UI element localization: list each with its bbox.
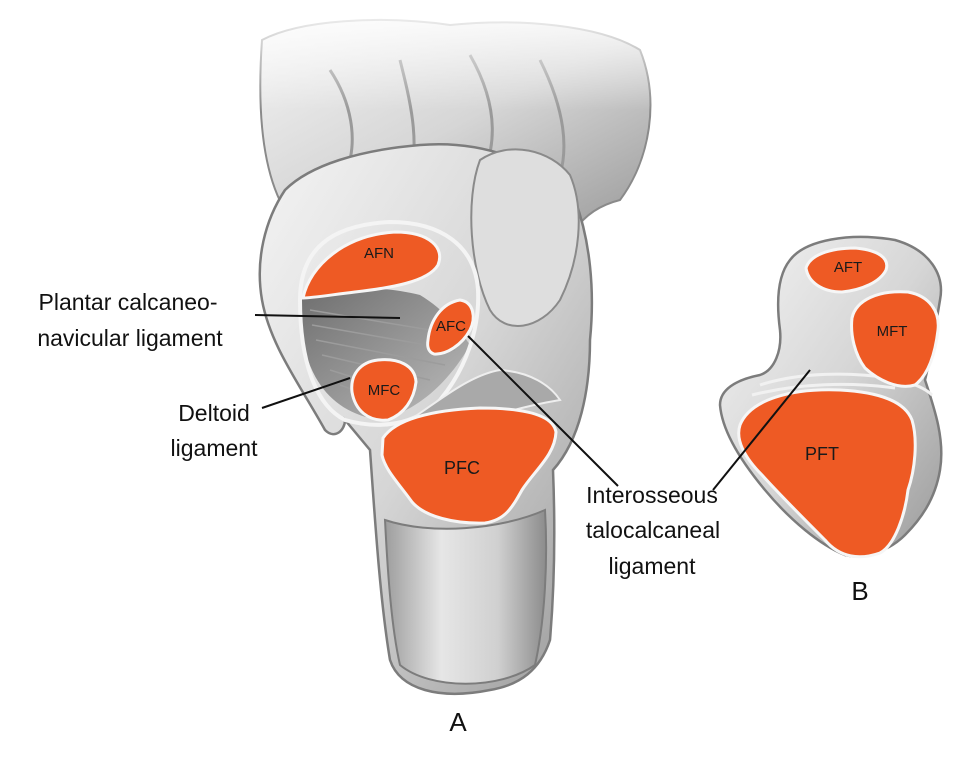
panel-label-a: A [449,707,467,737]
callout-deltoid-line1: Deltoid [178,400,250,426]
leader-lines [254,314,811,491]
fade-overlay [250,0,670,110]
label-mfc: MFC [368,382,401,399]
facet-pfc [380,406,558,525]
label-afn: AFN [364,245,394,262]
metatarsal-detail [328,54,566,181]
leader-plantar [254,314,401,319]
facet-afn [301,230,442,300]
facet-mft [850,290,940,388]
panel-a-bone [250,0,670,695]
facet-pft [737,388,917,559]
callout-deltoid-line2: ligament [171,435,259,461]
callout-interosseous-line3: ligament [609,553,697,579]
label-pft: PFT [805,444,839,464]
facet-mfc [350,358,418,422]
label-afc: AFC [436,318,466,335]
panel-b-facets: AFT MFT PFT [737,246,940,559]
callout-interosseous-line2: talocalcaneal [586,517,720,543]
callout-plantar-line2: navicular ligament [37,325,223,351]
leader-deltoid [261,377,351,409]
label-aft: AFT [834,259,862,276]
talar-head-outline [470,148,580,327]
panel-label-b: B [851,576,868,606]
leader-interosseous [467,335,619,487]
facet-afc [426,298,475,356]
callout-plantar-line1: Plantar calcaneo- [39,289,218,315]
label-mft: MFT [877,323,908,340]
leader-interosseous-b [712,369,811,491]
panel-a-facets: AFN AFC MFC PFC [301,230,558,525]
calcaneal-tuberosity [383,508,548,685]
callout-interosseous-line1: Interosseous [586,482,718,508]
label-pfc: PFC [444,458,480,478]
callout-labels: Plantar calcaneo- navicular ligament Del… [37,289,720,579]
facet-aft [804,246,889,294]
